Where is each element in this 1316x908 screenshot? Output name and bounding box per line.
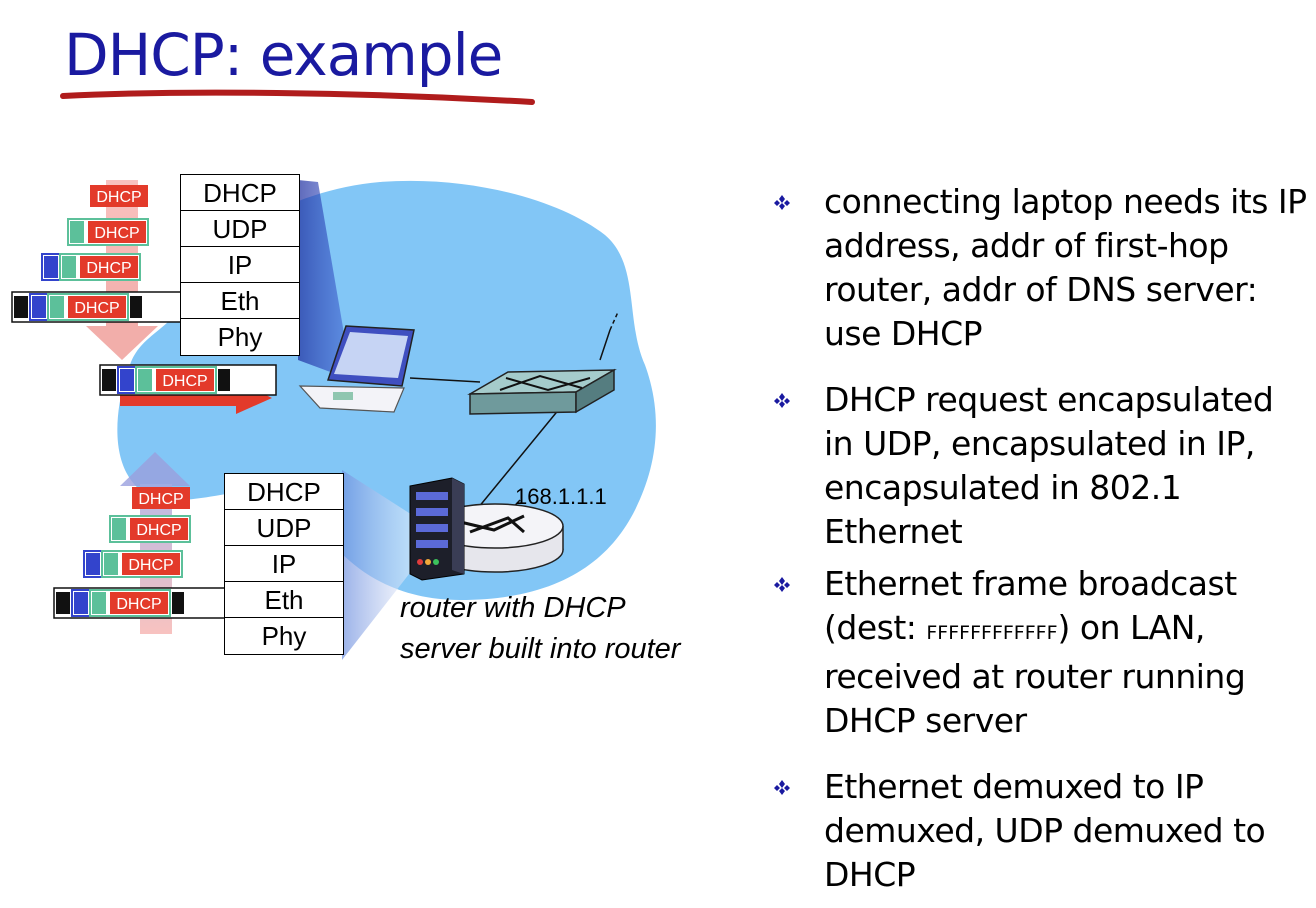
laptop-layer-dhcp: DHCP: [181, 175, 299, 211]
diamond-bullet-icon: [774, 393, 790, 408]
router-server-icon: [409, 477, 564, 581]
svg-text:DHCP: DHCP: [128, 557, 173, 574]
packet-outgoing-frame: DHCP: [99, 364, 277, 396]
diamond-bullet-icon: [774, 577, 790, 592]
broadcast-address: FFFFFFFFFFFF: [926, 622, 1058, 644]
laptop-icon: [298, 325, 415, 413]
diamond-bullet-icon: [774, 195, 790, 210]
router-ip-label: 168.1.1.1: [515, 484, 607, 509]
switch-icon: [467, 368, 617, 415]
packet-ip-rx: DHCP: [83, 550, 183, 578]
bullet-text: Ethernet demuxed to IP demuxed, UDP demu…: [824, 767, 1266, 894]
packet-udp-rx: DHCP: [109, 515, 191, 543]
packet-dhcp: DHCP: [90, 185, 148, 207]
router-layer-udp: UDP: [225, 510, 343, 546]
title-underline: [60, 89, 535, 105]
svg-text:DHCP: DHCP: [86, 260, 131, 277]
bullet-item: Ethernet demuxed to IP demuxed, UDP demu…: [772, 765, 1312, 897]
laptop-layer-udp: UDP: [181, 211, 299, 247]
bullet-item: connecting laptop needs its IP address, …: [772, 180, 1312, 356]
router-caption: router with DHCP server built into route…: [400, 592, 681, 665]
svg-text:DHCP: DHCP: [94, 225, 139, 242]
packet-eth-rx: DHCP: [53, 587, 231, 619]
laptop-layer-phy: Phy: [217, 322, 263, 352]
bullet-text: DHCP request encapsulated in UDP, encaps…: [824, 380, 1274, 551]
bullet-text: connecting laptop needs its IP address, …: [824, 182, 1307, 353]
page-title: DHCP: example: [64, 21, 503, 89]
packet-eth: DHCP: [11, 291, 189, 323]
laptop-protocol-stack: DHCP UDP IP Eth Phy: [180, 174, 300, 356]
svg-text:DHCP: DHCP: [74, 300, 119, 317]
router-layer-ip: IP: [225, 546, 343, 582]
router-protocol-stack: DHCP UDP IP Eth Phy: [224, 473, 344, 655]
packets: DHCP DHCP DHCP DHCP DHCP DHCP DHCP DHCP DHCP: [11, 185, 277, 619]
bullet-list: connecting laptop needs its IP address, …: [772, 180, 1312, 897]
router-layer-eth: Eth: [225, 582, 343, 618]
packet-dhcp-rx: DHCP: [132, 487, 190, 509]
bullet-text-pre: Ethernet frame broadcast (dest:: [824, 564, 1237, 647]
svg-text:DHCP: DHCP: [96, 189, 141, 206]
laptop-layer-eth: Eth: [181, 283, 299, 319]
bullet-item: DHCP request encapsulated in UDP, encaps…: [772, 378, 1312, 554]
svg-text:DHCP: DHCP: [136, 522, 181, 539]
laptop-layer-ip: IP: [181, 247, 299, 283]
router-layer-phy: Phy: [261, 621, 307, 651]
bullet-item: Ethernet frame broadcast (dest: FFFFFFFF…: [772, 562, 1312, 743]
bullet-text-post: ) on LAN, received at router running DHC…: [824, 608, 1246, 740]
router-layer-dhcp: DHCP: [225, 474, 343, 510]
packet-udp: DHCP: [67, 218, 149, 246]
diamond-bullet-icon: [774, 780, 790, 795]
svg-text:DHCP: DHCP: [116, 596, 161, 613]
svg-text:DHCP: DHCP: [162, 373, 207, 390]
svg-text:DHCP: DHCP: [138, 491, 183, 508]
packet-ip: DHCP: [41, 253, 141, 281]
